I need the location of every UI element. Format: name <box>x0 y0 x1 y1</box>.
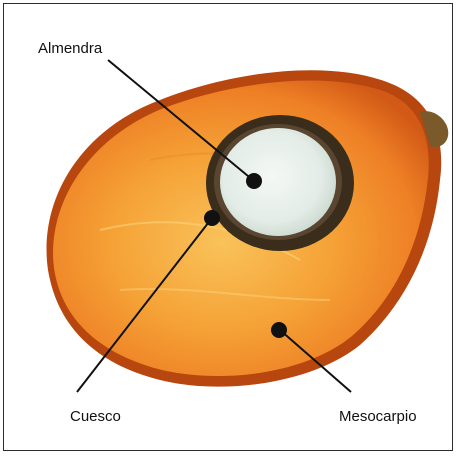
label-cuesco: Cuesco <box>70 409 121 424</box>
kernel <box>220 128 336 236</box>
mesocarpio-pointer-dot <box>271 322 287 338</box>
label-almendra: Almendra <box>38 41 102 56</box>
cuesco-pointer-dot <box>204 210 220 226</box>
label-mesocarpio: Mesocarpio <box>339 409 417 424</box>
almendra-pointer-dot <box>246 173 262 189</box>
